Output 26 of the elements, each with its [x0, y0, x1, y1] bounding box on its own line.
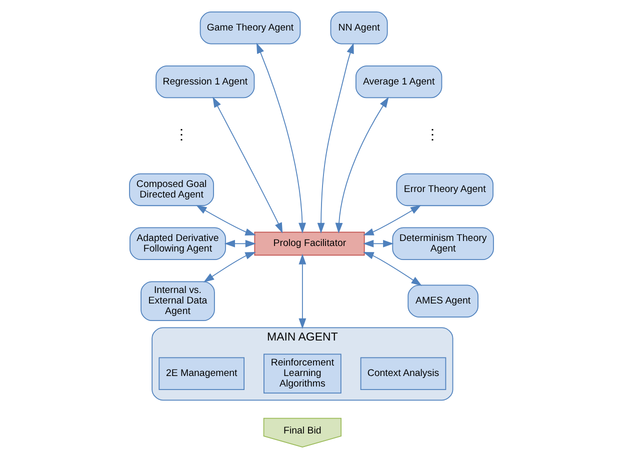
node-box: Reinforcement Learning Algorithms: [264, 354, 342, 394]
arrow: [363, 205, 422, 236]
label: ⋮: [425, 126, 440, 142]
node-box: Context Analysis: [360, 357, 446, 390]
arrow: [224, 240, 256, 248]
node-box: Composed Goal Directed Agent: [129, 173, 214, 206]
arrow: [212, 96, 283, 234]
arrow: [363, 252, 422, 286]
arrow: [196, 205, 256, 236]
arrow: [256, 42, 306, 234]
arrow: [203, 252, 256, 282]
node-box: Determinism Theory Agent: [392, 227, 494, 260]
node-box: Internal vs. External Data Agent: [140, 281, 215, 322]
node-box: Error Theory Agent: [396, 173, 494, 206]
node-box: AMES Agent: [408, 284, 478, 318]
arrow: [298, 254, 306, 329]
arrow: [317, 42, 354, 234]
node-box: Adapted Derivative Following Agent: [130, 227, 226, 260]
arrow: [335, 96, 389, 234]
node-box: NN Agent: [330, 12, 388, 44]
node-box: 2E Management: [158, 357, 244, 390]
node-box: Regression 1 Agent: [156, 65, 255, 98]
label: ⋮: [174, 126, 188, 142]
arrow: [363, 240, 394, 248]
node-box: Average 1 Agent: [356, 65, 442, 98]
node-box: Game Theory Agent: [200, 12, 301, 44]
